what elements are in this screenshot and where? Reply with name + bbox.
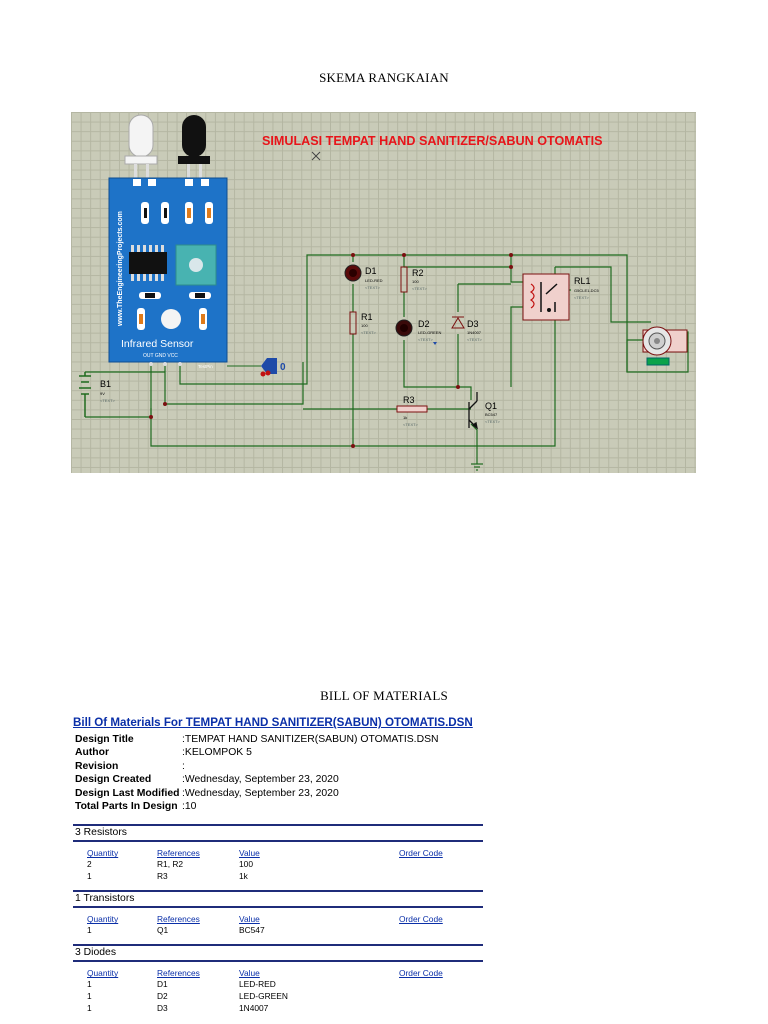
d2-value: LED-GREEN (418, 330, 441, 335)
sensor-label: Infrared Sensor (121, 338, 194, 350)
arrow-marker-icon (433, 342, 437, 345)
d2-text: <TEXT> (418, 337, 434, 342)
col-references[interactable]: References (157, 914, 200, 925)
section-title: 3 Diodes (73, 944, 483, 963)
r1-value: 100 (361, 323, 368, 328)
battery-b1-icon (79, 372, 91, 417)
col-value[interactable]: Value (239, 848, 260, 859)
col-quantity[interactable]: Quantity (87, 968, 119, 979)
meta-row: Design Last Modified:Wednesday, Septembe… (75, 787, 339, 799)
q1-ref: Q1 (485, 401, 497, 411)
meta-row: Design Title:TEMPAT HAND SANITIZER(SABUN… (75, 734, 439, 745)
transistor-q1-icon (468, 392, 478, 430)
col-value[interactable]: Value (239, 914, 260, 925)
bom-heading: BILL OF MATERIALS (320, 688, 448, 703)
diode-d3-icon (451, 316, 465, 329)
q1-value: BC547 (485, 412, 498, 417)
section-resistors: 3 Resistors Quantity References Value Or… (73, 824, 483, 882)
r3-ref: R3 (403, 395, 415, 405)
resistor-r3-icon (396, 405, 428, 413)
meta-row: Total Parts In Design:10 (75, 800, 197, 812)
wires (85, 254, 689, 464)
logic-probe-icon: 0 (227, 358, 286, 377)
d2-ref: D2 (418, 319, 430, 329)
motor-icon (642, 326, 688, 366)
col-order-code[interactable]: Order Code (399, 968, 443, 979)
ir-led-black-icon (178, 115, 210, 186)
r1-text: <TEXT> (361, 330, 377, 335)
section-diodes: 3 Diodes Quantity References Value Order… (73, 944, 483, 1014)
schematic-image: SIMULASI TEMPAT HAND SANITIZER/SABUN OTO… (71, 112, 696, 473)
col-order-code[interactable]: Order Code (399, 848, 443, 859)
junction-dots (149, 253, 513, 448)
probe-value: 0 (280, 362, 286, 373)
r3-text: <TEXT> (403, 422, 419, 427)
relay-rl1-icon (522, 273, 570, 321)
section-transistors: 1 Transistors Quantity References Value … (73, 890, 483, 936)
ground-icon (471, 463, 483, 471)
r1-ref: R1 (361, 312, 373, 322)
table-header-row: Quantity References Value Order Code (87, 962, 479, 978)
schematic-heading: SKEMA RANGKAIAN (319, 70, 449, 85)
q1-text: <TEXT> (485, 419, 501, 424)
infrared-sensor-board: www.TheEngineeringProjects.com Infrared … (108, 177, 228, 369)
circuit-diagram: www.TheEngineeringProjects.com Infrared … (79, 114, 689, 471)
sensor-vertical-text: www.TheEngineeringProjects.com (117, 211, 124, 327)
d1-ref: D1 (365, 266, 377, 276)
schematic-title: SIMULASI TEMPAT HAND SANITIZER/SABUN OTO… (262, 134, 603, 148)
rl1-ref: RL1 (574, 276, 591, 286)
col-references[interactable]: References (157, 968, 200, 979)
led-d1-icon (344, 264, 362, 282)
ir-led-white-icon (124, 114, 158, 186)
meta-row: Revision: (75, 760, 185, 772)
d1-value: LED-RED (365, 278, 383, 283)
col-quantity[interactable]: Quantity (87, 914, 119, 925)
b1-text: <TEXT> (100, 398, 116, 403)
b1-value: 9V (100, 391, 105, 396)
r3-value: 1k (403, 415, 407, 420)
bom-title: Bill Of Materials For TEMPAT HAND SANITI… (73, 716, 473, 729)
rl1-value: G5CLE1-DC5 (574, 288, 599, 293)
bill-of-materials: Bill Of Materials For TEMPAT HAND SANITI… (73, 716, 483, 1014)
meta-row: Design Created:Wednesday, September 23, … (75, 774, 339, 786)
r2-ref: R2 (412, 268, 424, 278)
section-title: 1 Transistors (73, 890, 483, 909)
cursor-cross-icon (311, 151, 321, 161)
section-title: 3 Resistors (73, 824, 483, 843)
d3-ref: D3 (467, 319, 479, 329)
rl1-text: <TEXT> (574, 295, 590, 300)
d3-value: 1N4007 (467, 330, 482, 335)
d1-text: <TEXT> (365, 285, 381, 290)
col-order-code[interactable]: Order Code (399, 914, 443, 925)
resistor-r2-icon (400, 266, 408, 293)
r2-text: <TEXT> (412, 286, 428, 291)
col-quantity[interactable]: Quantity (87, 848, 119, 859)
led-d2-icon (395, 319, 413, 337)
col-references[interactable]: References (157, 848, 200, 859)
meta-row: Author:KELOMPOK 5 (75, 747, 252, 759)
table-header-row: Quantity References Value Order Code (87, 842, 479, 858)
sensor-corner-label: TestPin (198, 364, 213, 369)
d3-text: <TEXT> (467, 337, 483, 342)
table-header-row: Quantity References Value Order Code (87, 908, 479, 924)
b1-ref: B1 (100, 379, 111, 389)
r2-value: 100 (412, 279, 419, 284)
resistor-r1-icon (349, 311, 357, 335)
sensor-pins-label: OUT GND VCC (143, 353, 178, 359)
design-meta: Design Title:TEMPAT HAND SANITIZER(SABUN… (73, 733, 483, 813)
col-value[interactable]: Value (239, 968, 260, 979)
